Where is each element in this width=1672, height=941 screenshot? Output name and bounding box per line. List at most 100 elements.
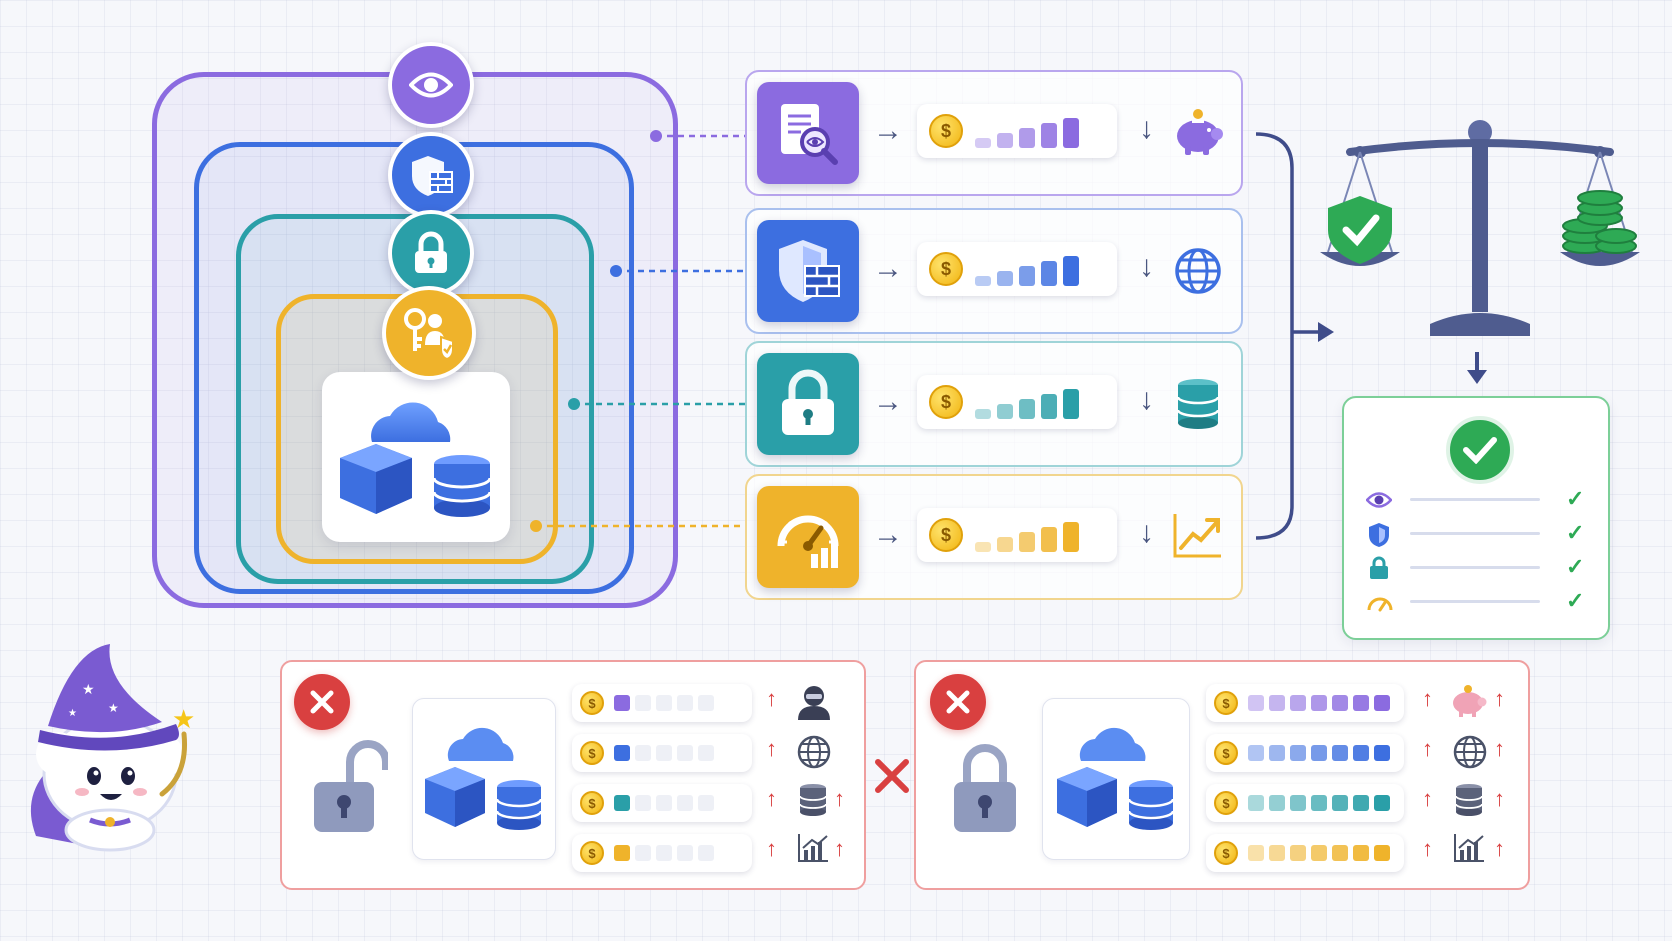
down-arrow-icon: ↓ [1139, 250, 1154, 283]
up-arrow-icon: ↑ [834, 786, 845, 811]
cost-bar [1063, 389, 1079, 419]
gauge-icon [1367, 597, 1393, 612]
cost-bar [635, 845, 651, 861]
cost-bar [614, 695, 630, 711]
cost-bar [1063, 256, 1079, 286]
cost-bar [997, 133, 1013, 148]
up-arrow-icon: ↑ [766, 786, 777, 811]
down-arrow-icon: ↓ [1139, 516, 1154, 549]
under-secured-panel: $$$$ ↑ ↑ ↑ ↑ ↑ ↑ [280, 660, 866, 890]
cost-bar [1353, 795, 1369, 811]
cost-bar [1019, 532, 1035, 552]
coin-icon: $ [1214, 691, 1238, 715]
cost-bar [1290, 845, 1306, 861]
cost-bar [1374, 845, 1390, 861]
cost-bar [1290, 795, 1306, 811]
up-arrow-icon: ↑ [1494, 686, 1505, 711]
checklist-line [1410, 600, 1540, 603]
up-arrow-icon: ↑ [766, 736, 777, 761]
cost-bar [1269, 795, 1285, 811]
cost-bar [1019, 128, 1035, 148]
cost-bar [1374, 695, 1390, 711]
cost-bar [1269, 745, 1285, 761]
cost-meter: $ [917, 242, 1117, 296]
cloud-assets-card [1042, 698, 1190, 860]
checklist-line [1410, 566, 1540, 569]
padlock-icon [415, 231, 447, 273]
shield-check-icon [1328, 196, 1392, 264]
cost-bar [1332, 845, 1348, 861]
visibility-layer-card: → $ ↓ [745, 70, 1243, 196]
reject-x-icon [294, 674, 350, 730]
approved-checklist-card: ✓ ✓ ✓ ✓ [1342, 396, 1610, 640]
trend-up-icon [798, 834, 828, 862]
globe-icon [1175, 248, 1221, 294]
merge-bracket [1255, 132, 1320, 540]
cost-bar [677, 745, 693, 761]
closed-padlock-icon [954, 744, 1016, 832]
coin-icon: $ [580, 691, 604, 715]
up-arrow-icon: ↑ [1422, 736, 1433, 761]
cost-bar [656, 845, 672, 861]
shield-icon [1369, 523, 1389, 547]
cost-bar [1041, 394, 1057, 419]
cost-meter: $ [917, 508, 1117, 562]
up-arrow-icon: ↑ [1494, 736, 1505, 761]
access-tile [757, 486, 859, 588]
eye-icon [1366, 492, 1392, 508]
cost-bar [975, 138, 991, 148]
cost-bar [1019, 266, 1035, 286]
cost-row: $ [572, 684, 752, 722]
right-arrow-icon: → [873, 114, 903, 147]
encryption-tile [757, 353, 859, 455]
up-arrow-icon: ↑ [1422, 836, 1433, 861]
check-icon: ✓ [1566, 486, 1585, 511]
check-icon: ✓ [1566, 588, 1585, 613]
svg-text:★: ★ [108, 701, 119, 715]
cost-bar [1311, 795, 1327, 811]
cost-bar [635, 695, 651, 711]
cost-bar [677, 795, 693, 811]
svg-text:★: ★ [68, 708, 77, 719]
layer-connectors [536, 134, 745, 528]
check-icon: ✓ [1566, 520, 1585, 545]
coin-icon: $ [580, 841, 604, 865]
cost-bar [975, 542, 991, 552]
checklist-line [1410, 532, 1540, 535]
cost-row: $ [1206, 784, 1404, 822]
document-magnifier-icon [781, 104, 838, 165]
cost-bar [1041, 527, 1057, 552]
cost-bar [635, 745, 651, 761]
money-stack-icon [1562, 190, 1637, 254]
eye-icon [409, 72, 453, 98]
down-arrow-icon: ↓ [1139, 383, 1154, 416]
cost-bar [677, 695, 693, 711]
shield-firewall-icon [779, 240, 840, 302]
encryption-layer-card: → $ ↓ [745, 341, 1243, 467]
cost-bar [1290, 695, 1306, 711]
coin-icon: $ [580, 741, 604, 765]
cost-bar [1332, 745, 1348, 761]
checklist-line [1410, 498, 1540, 501]
reject-x-icon [930, 674, 986, 730]
cost-bar [997, 404, 1013, 419]
visibility-tile [757, 82, 859, 184]
cost-bar [1248, 695, 1264, 711]
cost-bar [656, 695, 672, 711]
cost-row: $ [1206, 684, 1404, 722]
approved-check-icon [1446, 416, 1514, 484]
eye-badge [388, 42, 474, 128]
gauge-icon [777, 515, 839, 568]
cost-bar [1332, 695, 1348, 711]
cloud-assets-card [412, 698, 556, 860]
up-arrow-icon: ↑ [1422, 686, 1433, 711]
coin-icon: $ [1214, 741, 1238, 765]
database-icon [1455, 784, 1483, 816]
versus-x-icon [875, 759, 909, 793]
cost-bar [1353, 695, 1369, 711]
access-badge [382, 286, 476, 380]
cost-meter: $ [917, 375, 1117, 429]
cost-bar [1248, 745, 1264, 761]
cost-bar [1248, 845, 1264, 861]
